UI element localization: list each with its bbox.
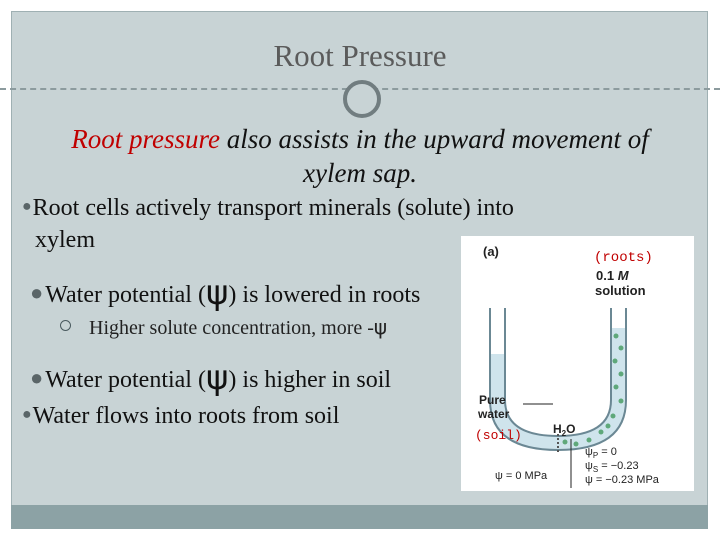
bullet-1-line-1: Root cells actively transport minerals (…	[22, 192, 514, 223]
intro-rest: also assists in the upward movement of	[220, 124, 649, 154]
ring-bullet-icon	[60, 320, 71, 331]
solution-label-2: solution	[595, 283, 646, 298]
u-tube-figure: (a) (roots) 0.1 M solution Pure water (s…	[461, 236, 694, 491]
intro-line-1: Root pressure also assists in the upward…	[0, 122, 720, 156]
roots-label: (roots)	[594, 250, 653, 266]
psi-p-label: ψP = 0	[585, 446, 617, 460]
bullet-1-line-2: xylem	[35, 227, 95, 253]
divider-circle-icon	[343, 80, 381, 118]
pure-water-label-1: Pure	[479, 393, 506, 407]
solution-label-1: 0.1 M	[596, 268, 630, 283]
psi-total-label: ψ = −0.23 MPa	[585, 474, 660, 486]
solute-particles	[562, 333, 624, 447]
bullet-4: Water flows into roots from soil	[22, 400, 340, 431]
psi-symbol: ψ	[373, 315, 388, 339]
pure-water-label-2: water	[477, 407, 510, 421]
left-psi-label: ψ = 0 MPa	[495, 470, 548, 482]
bullet-3: Water potential (ψ) is higher in soil	[30, 360, 391, 398]
page-title: Root Pressure	[273, 38, 447, 73]
intro-highlight: Root pressure	[71, 124, 220, 154]
panel-label: (a)	[483, 244, 499, 259]
psi-symbol: ψ	[205, 358, 229, 398]
intro-line-2: xylem sap.	[303, 158, 417, 188]
h2o-label: H2O	[553, 422, 575, 438]
psi-symbol: ψ	[205, 273, 229, 313]
soil-label: (soil)	[475, 428, 522, 443]
psi-s-label: ψS = −0.23	[585, 460, 639, 474]
u-tube-water	[490, 328, 626, 450]
bottom-bar	[11, 505, 708, 529]
bullet-2: Water potential (ψ) is lowered in roots	[30, 275, 420, 313]
sub-bullet-1: Higher solute concentration, more -ψ	[60, 314, 387, 341]
